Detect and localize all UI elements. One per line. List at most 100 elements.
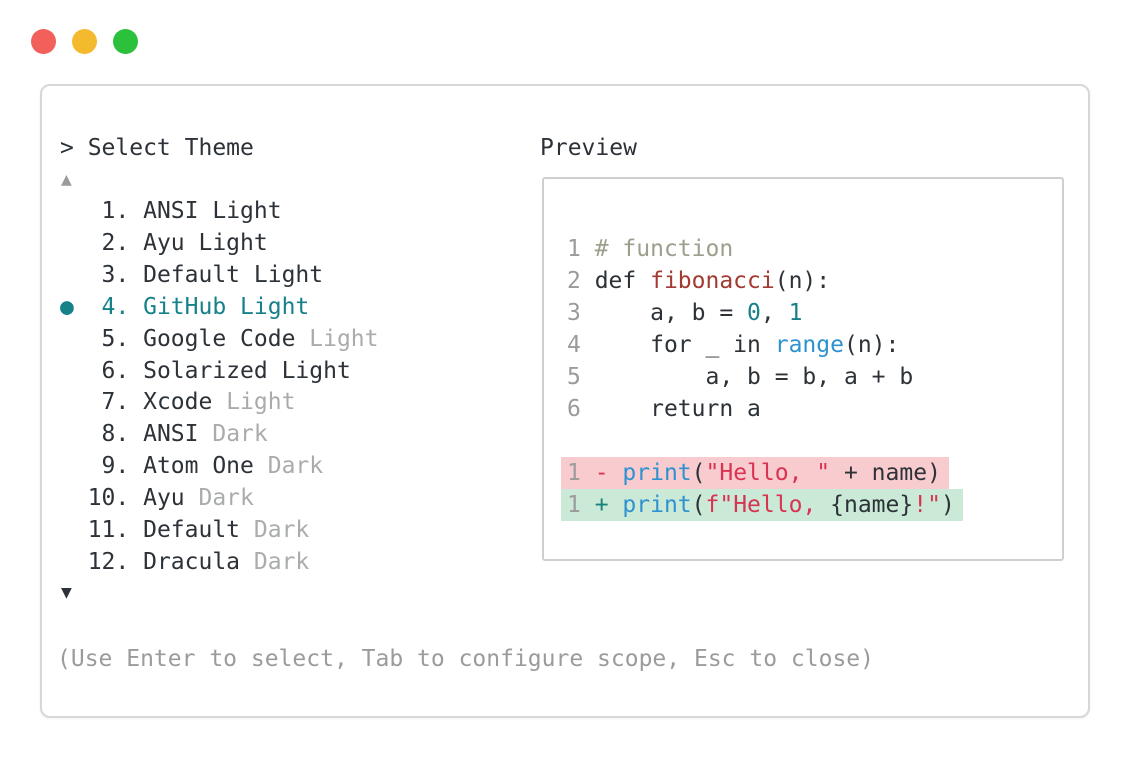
code-line: 2 def fibonacci(n):: [567, 265, 1062, 297]
theme-list-item[interactable]: 12. Dracula Dark: [60, 547, 379, 579]
code-token: {name}: [830, 492, 914, 518]
theme-number: 3.: [87, 261, 144, 288]
blank-line: [567, 425, 1062, 457]
theme-name: Solarized: [143, 357, 282, 384]
theme-variant: Dark: [212, 421, 268, 448]
preview-label: Preview: [540, 135, 637, 161]
code-token: -: [594, 460, 623, 486]
theme-name: Google Code: [143, 325, 310, 352]
minimize-button[interactable]: [72, 29, 97, 54]
code-line: 3 a, b = 0, 1: [567, 297, 1062, 329]
theme-variant: Dark: [253, 548, 310, 575]
marker-spacer: [60, 517, 88, 543]
theme-number: 9.: [87, 453, 144, 480]
theme-number: 5.: [87, 325, 144, 352]
line-number: 6: [567, 396, 595, 422]
scroll-up-icon[interactable]: ▲: [61, 169, 72, 190]
marker-spacer: [60, 326, 88, 352]
code-token: def: [594, 268, 651, 294]
code-token: return a: [594, 396, 761, 422]
code-token: (n):: [774, 268, 831, 294]
code-token: + name): [830, 460, 941, 486]
theme-list: 1. ANSI Light 2. Ayu Light 3. Default Li…: [60, 196, 379, 579]
theme-name: Xcode: [143, 389, 227, 416]
code-line: 4 for _ in range(n):: [567, 329, 1062, 361]
theme-name: Default: [143, 517, 254, 544]
theme-variant: Light: [226, 389, 296, 416]
theme-name: Atom One: [143, 453, 268, 480]
theme-list-item[interactable]: 7. Xcode Light: [60, 387, 379, 419]
theme-number: 2.: [87, 229, 144, 256]
code-token: +: [594, 492, 623, 518]
marker-spacer: [60, 485, 88, 511]
theme-list-item[interactable]: 6. Solarized Light: [60, 356, 379, 388]
marker-spacer: [60, 549, 88, 575]
theme-list-item[interactable]: ● 4. GitHub Light: [60, 292, 379, 324]
code-line: 1 # function: [567, 233, 1062, 265]
code-token: f"Hello,: [705, 492, 831, 518]
theme-number: 10.: [87, 485, 144, 512]
marker-spacer: [60, 262, 88, 288]
theme-picker-window: > Select Theme ▲ 1. ANSI Light 2. Ayu Li…: [40, 84, 1090, 718]
line-number: 2: [567, 268, 595, 294]
code-token: !": [913, 492, 941, 518]
theme-variant: Dark: [267, 453, 324, 480]
diff-highlight-added: 1 + print(f"Hello, {name}!"): [561, 489, 963, 521]
code-token: for _ in: [594, 332, 775, 358]
theme-number: 6.: [87, 357, 144, 384]
code-token: ): [940, 492, 955, 518]
line-number: 4: [567, 332, 595, 358]
theme-list-item[interactable]: 11. Default Dark: [60, 515, 379, 547]
line-number: 5: [567, 364, 595, 390]
code-line: 6 return a: [567, 393, 1062, 425]
code-token: ,: [760, 300, 789, 326]
theme-name: Ayu: [143, 229, 199, 256]
theme-variant: Light: [198, 229, 268, 256]
theme-variant: Light: [212, 198, 282, 224]
theme-number: 8.: [87, 421, 144, 448]
diff-line: 1 + print(f"Hello, {name}!"): [561, 489, 1062, 521]
code-token: (n):: [843, 332, 900, 358]
theme-name: Default: [143, 261, 254, 288]
window-controls: [31, 29, 138, 54]
diff-highlight-removed: 1 - print("Hello, " + name): [561, 457, 949, 489]
theme-variant: Light: [281, 357, 351, 384]
theme-list-item[interactable]: 1. ANSI Light: [60, 196, 379, 228]
theme-list-item[interactable]: 8. ANSI Dark: [60, 419, 379, 451]
zoom-button[interactable]: [113, 29, 138, 54]
marker-spacer: [60, 453, 88, 479]
selected-marker-icon: ●: [60, 293, 88, 320]
line-number: 3: [567, 300, 595, 326]
theme-list-item[interactable]: 10. Ayu Dark: [60, 483, 379, 515]
code-token: a, b = b, a + b: [594, 364, 914, 390]
code-token: print: [622, 492, 692, 518]
picker-title: > Select Theme: [60, 135, 254, 161]
scroll-down-icon[interactable]: ▼: [61, 582, 72, 603]
theme-number: 4.: [87, 293, 144, 320]
theme-name: Dracula: [143, 548, 254, 575]
theme-name: ANSI: [143, 421, 213, 448]
theme-variant: Light: [253, 261, 324, 288]
theme-number: 12.: [87, 548, 144, 575]
code-line: 5 a, b = b, a + b: [567, 361, 1062, 393]
code-token: print: [622, 460, 692, 486]
marker-spacer: [60, 421, 88, 447]
code-token: a, b =: [594, 300, 748, 326]
code-token: # function: [594, 236, 734, 262]
theme-list-item[interactable]: 2. Ayu Light: [60, 228, 379, 260]
theme-variant: Dark: [253, 517, 310, 544]
line-number: 1: [567, 460, 595, 486]
close-button[interactable]: [31, 29, 56, 54]
theme-list-item[interactable]: 3. Default Light: [60, 260, 379, 292]
code-token: (: [691, 460, 706, 486]
theme-name: GitHub: [143, 293, 241, 320]
code-token: fibonacci: [650, 268, 775, 294]
theme-list-item[interactable]: 5. Google Code Light: [60, 324, 379, 356]
code-token: range: [774, 332, 844, 358]
marker-spacer: [60, 358, 88, 384]
code-token: "Hello, ": [705, 460, 831, 486]
theme-list-item[interactable]: 9. Atom One Dark: [60, 451, 379, 483]
code-token: 1: [788, 300, 803, 326]
line-number: 1: [567, 236, 595, 262]
